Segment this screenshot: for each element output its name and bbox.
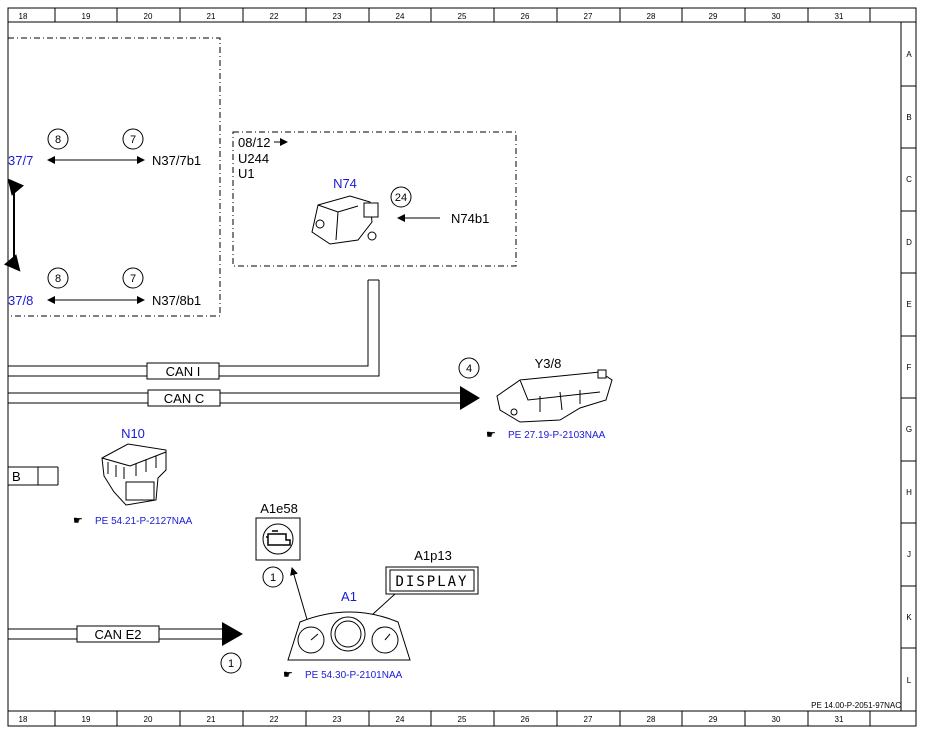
- col-label: 30: [772, 12, 781, 21]
- col-label: 23: [333, 715, 342, 724]
- bullet-marker: 1: [228, 658, 234, 670]
- col-label: 21: [207, 715, 216, 724]
- col-label: 25: [458, 715, 467, 724]
- col-label: 24: [396, 715, 405, 724]
- col-label: 29: [709, 12, 718, 21]
- col-label: 27: [584, 12, 593, 21]
- row-label: A: [906, 50, 912, 59]
- n74b1-label: N74b1: [451, 211, 489, 226]
- bullet-marker: 8: [55, 273, 61, 285]
- a1e58-label: A1e58: [260, 501, 298, 516]
- drawing-frame: [7, 7, 917, 727]
- col-label: 18: [19, 12, 28, 21]
- engine-warning-icon: [266, 530, 291, 546]
- n74-component-label: N74: [333, 176, 357, 191]
- column-ruler-bottom: 18 19 20 21 22 23 24 25 26 27 28 29 30 3…: [19, 711, 871, 726]
- y3-8-label: Y3/8: [535, 356, 562, 371]
- bullet-marker: 1: [270, 572, 276, 584]
- row-label: C: [906, 175, 912, 184]
- n10-label: N10: [121, 426, 145, 441]
- col-label: 19: [82, 12, 91, 21]
- n74-date-label: 08/12: [238, 135, 271, 150]
- a1p13-label: A1p13: [414, 548, 452, 563]
- col-label: 31: [835, 715, 844, 724]
- row-label: L: [907, 676, 912, 685]
- col-label: 23: [333, 12, 342, 21]
- col-label: 30: [772, 715, 781, 724]
- row-label: H: [906, 488, 912, 497]
- row-label: K: [906, 613, 912, 622]
- n37-8-partial-label: 37/8: [8, 293, 33, 308]
- a1e58-component: A1e58 1: [255, 501, 314, 641]
- bullet-marker: 4: [466, 363, 472, 375]
- y3-8-component: Y3/8 ☛ PE 27.19-P-2103NAA: [486, 356, 613, 441]
- n74-model-label: U244: [238, 151, 269, 166]
- bullet-marker: 7: [130, 134, 136, 146]
- row-label: D: [906, 238, 912, 247]
- col-label: 18: [19, 715, 28, 724]
- row-label: F: [907, 363, 912, 372]
- can-c-bus: CAN C 4: [8, 357, 480, 410]
- col-label: 27: [584, 715, 593, 724]
- col-label: 20: [144, 715, 153, 724]
- pointing-hand-icon: ☛: [486, 429, 496, 441]
- document-id: PE 14.00-P-2051-97NAC: [811, 701, 901, 710]
- n37-dashed-box: 37/7 8 7 N37/7b1 37/8 8 7 N37/8b1: [4, 37, 221, 317]
- row-label: E: [906, 300, 911, 309]
- bullet-marker: 24: [395, 192, 407, 204]
- pointing-hand-icon: ☛: [283, 669, 293, 681]
- col-label: 31: [835, 12, 844, 21]
- col-label: 26: [521, 715, 530, 724]
- a1p13-component: A1p13 DISPLAY: [349, 548, 479, 636]
- n10-component: B N10 ☛ PE 54.21-P-2127NAA: [7, 426, 193, 527]
- n74-module-icon: [311, 195, 379, 245]
- col-label: 26: [521, 12, 530, 21]
- can-i-label: CAN I: [166, 364, 201, 379]
- row-label: J: [907, 550, 911, 559]
- row-label: G: [906, 425, 912, 434]
- n37-7-partial-label: 37/7: [8, 153, 33, 168]
- n37-8b1-label: N37/8b1: [152, 293, 201, 308]
- col-label: 22: [270, 12, 279, 21]
- n74-dashed-box: 08/12 U244 U1 N74 24 N74b1: [232, 131, 517, 267]
- col-label: 19: [82, 715, 91, 724]
- pointing-hand-icon: ☛: [73, 515, 83, 527]
- display-readout: DISPLAY: [395, 574, 468, 590]
- a1-label: A1: [341, 589, 357, 604]
- col-label: 20: [144, 12, 153, 21]
- col-label: 29: [709, 715, 718, 724]
- y3-8-ref-link[interactable]: PE 27.19-P-2103NAA: [508, 430, 606, 441]
- row-ruler: A B C D E F G H J K L: [901, 50, 916, 685]
- col-label: 25: [458, 12, 467, 21]
- row-label: B: [906, 113, 911, 122]
- y3-8-module-icon: [496, 369, 613, 423]
- col-label: 28: [647, 715, 656, 724]
- bullet-marker: 8: [55, 134, 61, 146]
- a1-instrument-cluster: A1 ☛ PE 54.30-P-2101NAA: [283, 589, 411, 681]
- can-e2-bus: CAN E2 1: [8, 622, 243, 674]
- col-label: 22: [270, 715, 279, 724]
- n74-variant-label: U1: [238, 166, 255, 181]
- bullet-marker: 7: [130, 273, 136, 285]
- col-label: 21: [207, 12, 216, 21]
- a1-ref-link[interactable]: PE 54.30-P-2101NAA: [305, 670, 403, 681]
- can-c-label: CAN C: [164, 391, 204, 406]
- column-ruler-top: 18 19 20 21 22 23 24 25 26 27 28 29 30 3…: [19, 8, 871, 22]
- col-label: 24: [396, 12, 405, 21]
- can-b-partial-label: B: [12, 469, 21, 484]
- n10-module-icon: [101, 443, 167, 506]
- n10-ref-link[interactable]: PE 54.21-P-2127NAA: [95, 516, 193, 527]
- speedometer-gauge: [330, 616, 366, 652]
- can-i-bus: CAN I: [8, 279, 380, 380]
- n37-7b1-label: N37/7b1: [152, 153, 201, 168]
- can-e2-label: CAN E2: [95, 627, 142, 642]
- col-label: 28: [647, 12, 656, 21]
